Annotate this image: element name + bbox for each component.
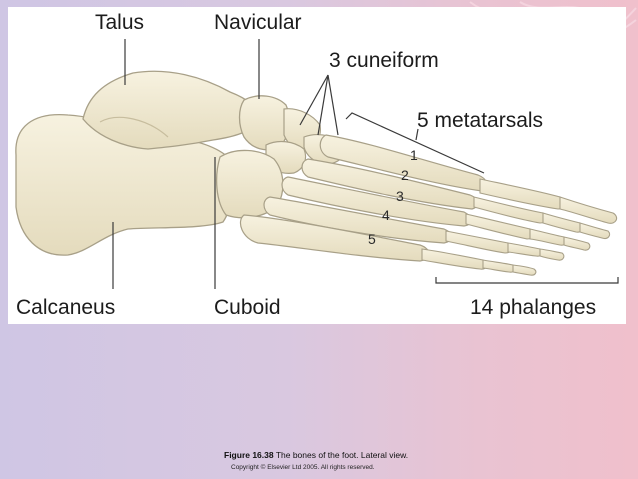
foot-bones-illustration (15, 39, 619, 289)
figure-caption: Figure 16.38 The bones of the foot. Late… (224, 450, 408, 460)
metatarsal-4 (263, 196, 453, 244)
label-navicular: Navicular (214, 11, 302, 34)
copyright-notice: Copyright © Elsevier Ltd 2005. All right… (231, 464, 375, 471)
metatarsal-number-2: 2 (401, 167, 409, 183)
metatarsal-3 (281, 176, 472, 227)
label-metatarsals: 5 metatarsals (417, 109, 544, 132)
phalanges-group (421, 178, 618, 276)
figure-number: Figure 16.38 (224, 450, 274, 460)
metatarsal-number-3: 3 (396, 188, 404, 204)
metatarsal-2 (301, 158, 479, 210)
label-cuboid: Cuboid (214, 296, 281, 319)
metatarsal-number-5: 5 (368, 231, 376, 247)
label-calcaneus: Calcaneus (16, 296, 116, 319)
leader-lines (112, 39, 619, 289)
label-cuneiform: 3 cuneiform (329, 49, 439, 72)
metatarsal-number-1: 1 (410, 147, 418, 163)
metatarsal-number-4: 4 (382, 207, 390, 223)
talus-bone (82, 70, 261, 150)
label-phalanges: 14 phalanges (470, 296, 597, 319)
figure-caption-text: The bones of the foot. Lateral view. (273, 450, 409, 460)
label-talus: Talus (95, 11, 145, 34)
figure-panel: Talus Navicular 3 cuneiform 5 metatarsal… (8, 7, 626, 324)
metatarsal-5 (239, 214, 430, 262)
